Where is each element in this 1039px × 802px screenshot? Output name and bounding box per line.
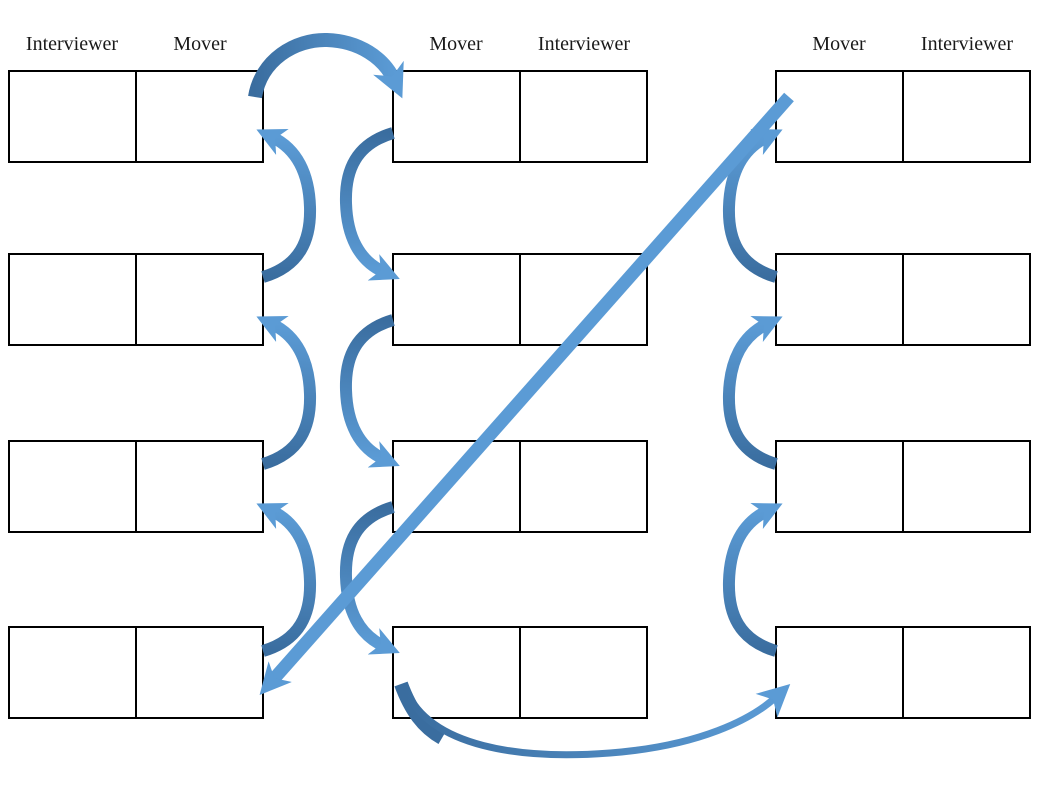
station-middle-row2 xyxy=(392,253,648,346)
cell-right-row1-mover xyxy=(777,72,904,161)
column-header-right-mover: Mover xyxy=(812,33,866,55)
station-right-row4 xyxy=(775,626,1031,719)
arrow-left-r3-to-r2 xyxy=(256,316,317,470)
cell-left-row3-interviewer xyxy=(10,442,137,531)
cell-middle-row3-mover xyxy=(394,442,521,531)
column-header-left-interviewer: Interviewer xyxy=(25,33,119,55)
station-middle-row3 xyxy=(392,440,648,533)
cell-right-row2-interviewer xyxy=(904,255,1029,344)
cell-middle-row1-interviewer xyxy=(521,72,646,161)
cell-right-row4-interviewer xyxy=(904,628,1029,717)
cell-right-row3-interviewer xyxy=(904,442,1029,531)
cell-left-row3-mover xyxy=(137,442,262,531)
cell-left-row1-mover xyxy=(137,72,262,161)
arrow-middle-r2-to-r3 xyxy=(339,314,400,468)
station-right-row3 xyxy=(775,440,1031,533)
cell-middle-row4-interviewer xyxy=(521,628,646,717)
cell-right-row1-interviewer xyxy=(904,72,1029,161)
arrow-middle-r3-to-r4 xyxy=(339,501,400,655)
station-right-row2 xyxy=(775,253,1031,346)
column-header-middle-mover: Mover xyxy=(429,33,483,55)
arrow-left-r2-to-r1 xyxy=(256,129,317,283)
cell-left-row4-interviewer xyxy=(10,628,137,717)
cell-middle-row1-mover xyxy=(394,72,521,161)
station-middle-row1 xyxy=(392,70,648,163)
arrow-right-r4-to-r3 xyxy=(722,503,783,657)
station-middle-row4 xyxy=(392,626,648,719)
cell-left-row2-interviewer xyxy=(10,255,137,344)
cell-middle-row2-mover xyxy=(394,255,521,344)
column-header-right-interviewer: Interviewer xyxy=(920,33,1014,55)
station-left-row3 xyxy=(8,440,264,533)
arrow-left-r4-to-r3 xyxy=(256,503,317,657)
cell-middle-row3-interviewer xyxy=(521,442,646,531)
cell-left-row2-mover xyxy=(137,255,262,344)
column-header-left-mover: Mover xyxy=(173,33,227,55)
arrow-diagonal xyxy=(259,92,794,696)
cell-left-row4-mover xyxy=(137,628,262,717)
cell-right-row3-mover xyxy=(777,442,904,531)
arrow-top-arc xyxy=(248,33,404,99)
arrow-middle-r1-to-r2 xyxy=(339,127,400,281)
cell-middle-row2-interviewer xyxy=(521,255,646,344)
station-left-row4 xyxy=(8,626,264,719)
arrow-right-r2-to-r1 xyxy=(722,129,783,283)
station-left-row2 xyxy=(8,253,264,346)
cell-right-row2-mover xyxy=(777,255,904,344)
arrow-right-r3-to-r2 xyxy=(722,316,783,470)
station-left-row1 xyxy=(8,70,264,163)
station-right-row1 xyxy=(775,70,1031,163)
column-header-middle-interviewer: Interviewer xyxy=(537,33,631,55)
cell-right-row4-mover xyxy=(777,628,904,717)
cell-left-row1-interviewer xyxy=(10,72,137,161)
cell-middle-row4-mover xyxy=(394,628,521,717)
